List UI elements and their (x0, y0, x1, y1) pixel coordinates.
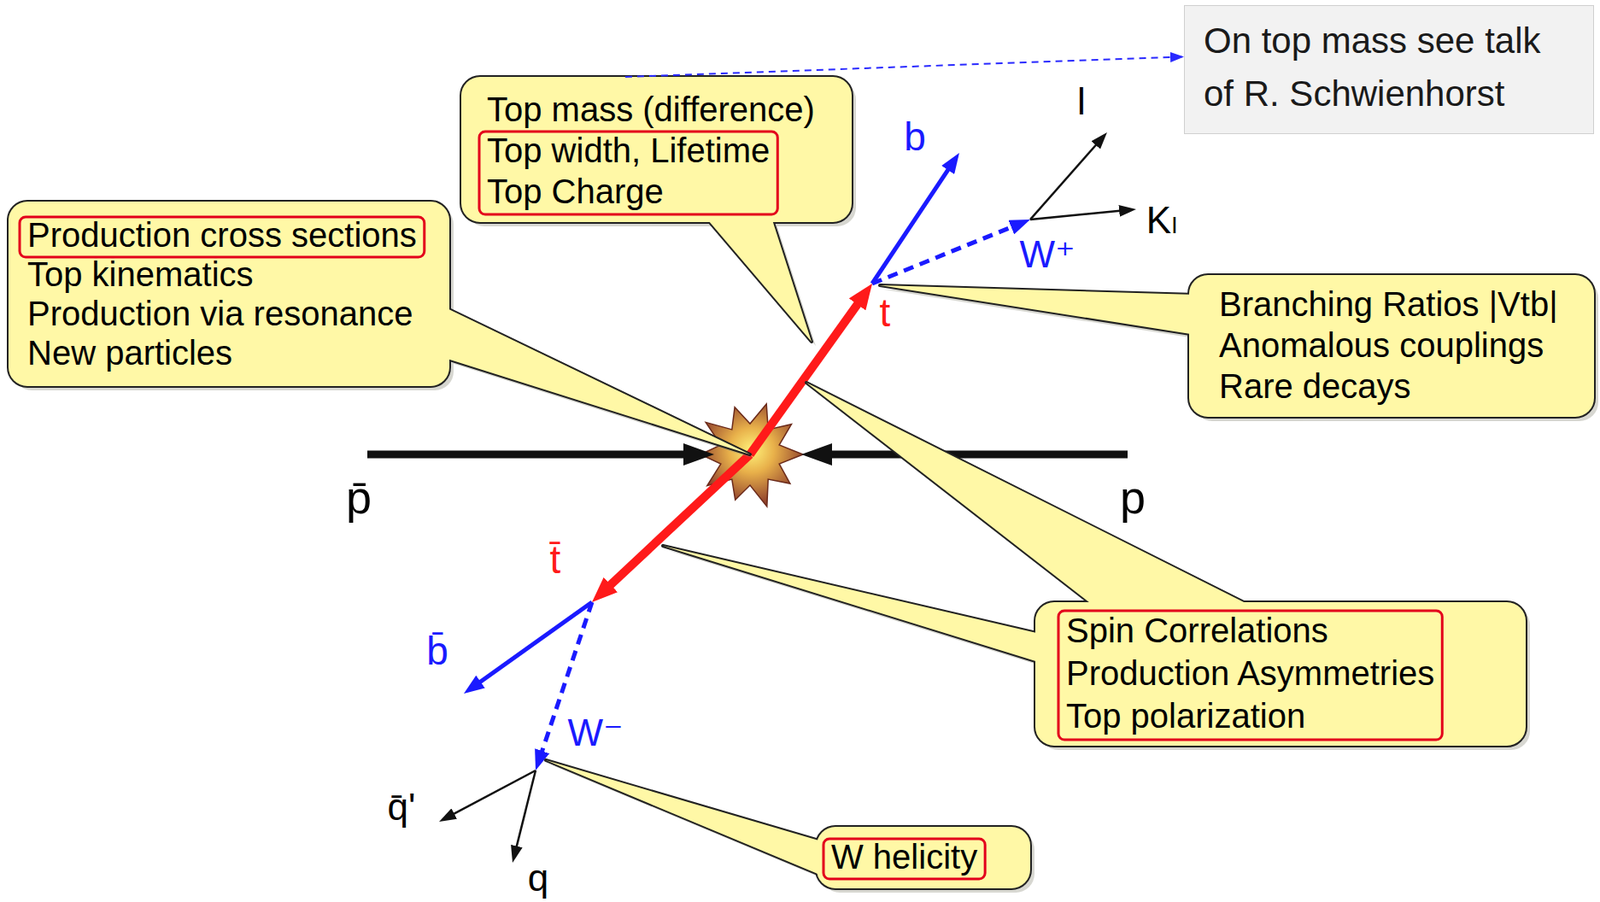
bubble-outline-body (8, 201, 450, 387)
highlight-frame (1058, 610, 1442, 740)
bubble-fill-body (1189, 275, 1595, 417)
particle-label: b̄ (426, 631, 449, 671)
bubble-fill-tail (806, 382, 1256, 609)
callout-text: New particles (27, 333, 233, 373)
highlight-frame (823, 838, 985, 880)
bubble-fill-body (8, 201, 450, 387)
bubble-outline-body (1035, 602, 1526, 746)
callout-text: Rare decays (1219, 365, 1412, 407)
callout-bubble: Top mass (difference)Top width, Lifetime… (461, 76, 852, 223)
callout-bubble: Spin CorrelationsProduction AsymmetriesT… (1035, 602, 1526, 746)
bubble-outline-tail (806, 382, 1256, 609)
callout-text: W helicity (831, 837, 978, 877)
bubble-fill-body (461, 76, 852, 223)
b-quark-arrow (474, 602, 592, 686)
note-text: On top mass see talk of R. Schwienhorst (1203, 14, 1559, 121)
bubble-fill (662, 382, 1526, 746)
quark-arrow (449, 770, 536, 816)
callout-bubble: Production cross sectionsTop kinematicsP… (8, 201, 450, 387)
callout-bubble: W helicity (816, 826, 1031, 889)
callout-text: Top polarization (1066, 694, 1306, 738)
callout-text: Production via resonance (27, 293, 413, 334)
bubble-fill (8, 201, 751, 455)
particle-label: Kₗ (1146, 201, 1179, 240)
bubble-outline-tail (879, 285, 1196, 335)
highlight-frame (479, 131, 778, 215)
bubble-outline-tail (662, 545, 1044, 664)
bubble-fill (461, 76, 852, 342)
neutrino-arrow (1030, 210, 1125, 220)
bubble-outline-tail (441, 305, 751, 455)
bubble-fill-tail (698, 209, 812, 342)
bubble-outline-body (461, 76, 852, 223)
bubble-outline (461, 76, 852, 342)
bubble-fill-body (1035, 602, 1526, 746)
highlight-frame (19, 216, 425, 258)
bubble-outline (545, 760, 1031, 889)
bubble-fill (545, 760, 1031, 889)
particle-label: b (903, 117, 927, 157)
note-box: On top mass see talk of R. Schwienhorst (1183, 5, 1595, 135)
bubble-shadow-tail (667, 550, 1049, 669)
beam-arrow (367, 451, 694, 459)
bubble-fill-body (816, 826, 1031, 889)
callout-bubble-shape (879, 275, 1599, 422)
bubble-shadow-tail (550, 764, 827, 880)
callout-text: Production Asymmetries (1066, 651, 1435, 695)
callout-text: Top kinematics (27, 254, 254, 294)
callout-text: Branching Ratios |Vtb| (1219, 283, 1559, 325)
dashed-reference-arrow (625, 56, 1184, 77)
callout-text: Production cross sections (27, 215, 417, 255)
particle-label: l (1077, 82, 1086, 121)
bubble-outline (879, 275, 1595, 417)
bubble-outline (8, 201, 751, 455)
lepton-arrow (1030, 141, 1100, 221)
w-boson-arrow (872, 224, 1018, 284)
bubble-fill-tail (879, 285, 1196, 335)
callout-bubble-shape (545, 760, 1035, 893)
callout-bubble-shape (662, 382, 1530, 751)
antitop-arrow (604, 454, 751, 591)
quark-arrow (515, 770, 536, 851)
particle-label: W⁺ (1019, 235, 1076, 274)
bubble-outline-tail (545, 760, 822, 876)
callout-text: Anomalous couplings (1219, 324, 1544, 366)
bubble-fill (879, 275, 1595, 417)
particle-label: t (879, 293, 891, 333)
callout-text: Top Charge (486, 170, 664, 212)
beam-label: p̄ (345, 474, 372, 521)
particle-label: W⁻ (568, 714, 624, 752)
bubble-fill-tail (545, 760, 822, 876)
callout-text: Spin Correlations (1066, 609, 1329, 652)
callout-bubble-shape (461, 76, 856, 346)
bubble-outline-body (816, 826, 1031, 889)
callout-bubble: Branching Ratios |Vtb|Anomalous coupling… (1189, 275, 1595, 417)
w-boson-arrow (539, 602, 592, 758)
particle-label: t̄ (550, 539, 562, 580)
beam-label: p (1119, 474, 1146, 521)
particle-label: q (527, 859, 549, 897)
bubble-outline (662, 382, 1526, 746)
particle-label: q̄' (387, 788, 417, 827)
beam-arrow (821, 451, 1128, 459)
callout-text: Top width, Lifetime (486, 129, 770, 171)
callout-text: Top mass (difference) (486, 88, 815, 130)
bubble-outline-tail (698, 209, 812, 342)
bubble-fill-tail (662, 545, 1044, 664)
callout-bubble-shape (8, 201, 755, 459)
bubble-outline-body (1189, 275, 1595, 417)
bubble-fill-tail (441, 305, 751, 455)
